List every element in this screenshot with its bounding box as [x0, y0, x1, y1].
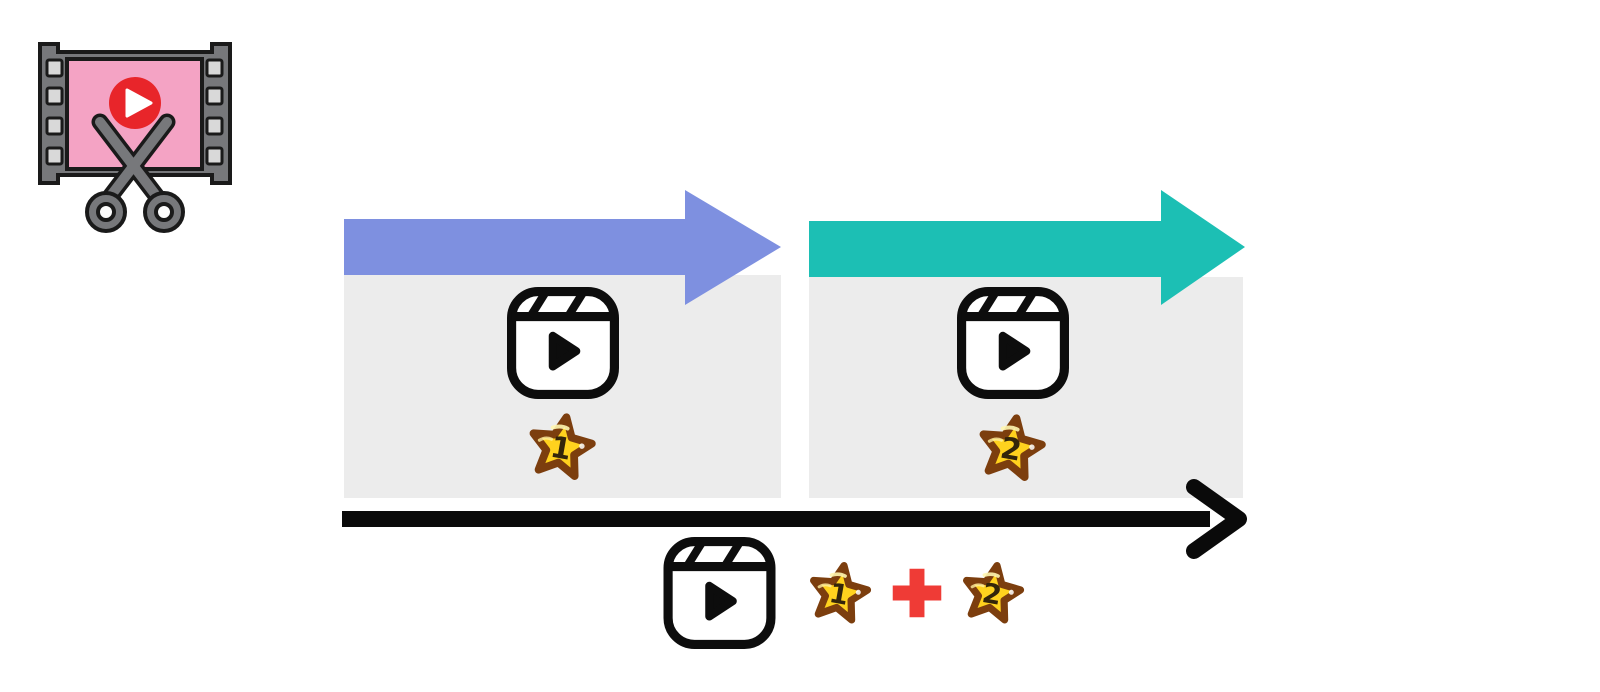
film-sprocket-holes-left — [45, 58, 64, 166]
star-icon — [810, 562, 872, 624]
plus-icon — [892, 568, 942, 618]
timeline-arrow — [342, 479, 1247, 559]
clip-1-arrow — [344, 190, 781, 305]
clip-2-arrow-shape — [809, 190, 1245, 305]
clip-2-star-badge: 2 — [979, 414, 1046, 481]
timeline-arrowhead — [1186, 479, 1247, 559]
star-icon — [979, 414, 1046, 481]
clip-2-arrow — [809, 190, 1245, 305]
result-reels-icon — [663, 537, 776, 649]
result-star-badge-1: 1 — [810, 562, 872, 624]
plus-icon-shape — [892, 568, 942, 618]
play-triangle — [548, 331, 581, 371]
clip-1-star-badge: 1 — [529, 413, 596, 480]
result-star-badge-2: 2 — [963, 562, 1025, 624]
scissors-icon — [85, 113, 185, 233]
clip-2-reels-icon — [957, 287, 1069, 399]
play-button-triangle — [125, 88, 153, 118]
film-sprocket-holes-right — [205, 58, 224, 166]
play-triangle — [705, 581, 737, 621]
play-triangle — [998, 331, 1031, 371]
video-cut-icon — [38, 42, 232, 233]
clip-1-arrow-shape — [344, 190, 781, 305]
clip-1-reels-icon — [507, 287, 619, 399]
star-icon — [963, 562, 1025, 624]
star-icon — [529, 413, 596, 480]
